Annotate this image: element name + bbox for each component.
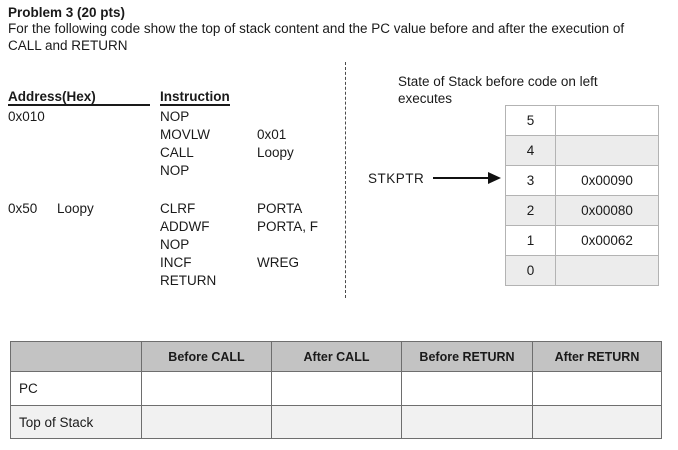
answer-cell [141,371,272,406]
code-instruction: ADDWF [160,219,210,234]
answer-table-row: Top of Stack [10,405,662,439]
code-label [57,272,160,290]
code-operand: PORTA [257,201,303,216]
code-row: NOP [8,236,340,254]
code-row: ADDWF PORTA, F [8,218,340,236]
instruction-column-header: Instruction [160,89,230,106]
code-address [8,144,57,162]
code-row: INCF WREG [8,254,340,272]
code-block: 0x50 Loopy CLRF PORTA ADDWF PORTA, F NOP INCF WR… [8,200,340,290]
problem-description: For the following code show the top of s… [8,21,625,53]
code-operand [257,108,340,126]
stack-level: 4 [506,136,556,165]
answer-cell [271,405,402,439]
code-row: 0x50 Loopy CLRF PORTA [8,200,340,218]
stack-caption: State of Stack before code on left execu… [398,74,598,106]
code-label [57,254,160,272]
code-label [57,236,160,254]
code-row: CALL Loopy [8,144,340,162]
code-operand [257,272,340,290]
answer-row-label: Top of Stack [10,405,142,439]
code-label: Loopy [57,201,94,216]
code-operand: PORTA, F [257,219,319,234]
stack-level: 2 [506,196,556,225]
code-instruction: CLRF [160,201,196,216]
code-instruction: NOP [160,163,190,178]
code-label [57,144,160,162]
stack-value [556,136,658,165]
answer-col-header: Before CALL [141,341,272,372]
code-row: 0x010 NOP [8,108,340,126]
code-instruction: RETURN [160,273,217,288]
code-instruction: MOVLW [160,127,210,142]
code-label [57,126,160,144]
stack-row: 4 [506,135,658,165]
answer-cell [401,371,533,406]
code-label [57,162,160,180]
stack-value: 0x00090 [581,173,633,188]
answer-cell [271,371,402,406]
stack-row: 3 0x00090 [506,165,658,195]
code-operand [257,162,340,180]
answer-cell [401,405,533,439]
code-operand: WREG [257,255,299,270]
answer-cell [532,405,662,439]
answer-col-header: Before RETURN [401,341,533,372]
code-operand: Loopy [257,145,294,160]
code-column-headers: Address(Hex) Instruction [8,89,340,108]
stack-level: 1 [506,226,556,255]
stack-level: 0 [506,256,556,285]
problem-title: Problem 3 (20 pts) [8,5,126,20]
code-instruction: CALL [160,145,194,160]
answer-col-header: After CALL [271,341,402,372]
code-address [8,126,57,144]
code-instruction: NOP [160,109,190,124]
stack-level: 5 [506,106,556,135]
stack-row: 0 [506,255,658,285]
code-address [8,272,57,290]
code-row: MOVLW 0x01 [8,126,340,144]
code-address [8,236,57,254]
answer-col-header [10,341,142,372]
code-address: 0x010 [8,109,45,124]
code-address: 0x50 [8,201,38,216]
stack-value [556,106,658,135]
stack-row: 2 0x00080 [506,195,658,225]
answer-cell [141,405,272,439]
stack-level: 3 [506,166,556,195]
answer-col-header: After RETURN [532,341,662,372]
code-row: NOP [8,162,340,180]
stack-value: 0x00080 [581,203,633,218]
answer-cell [532,371,662,406]
stkptr-arrow-icon [433,172,501,184]
stkptr-label: STKPTR [368,171,425,186]
address-column-header: Address(Hex) [8,89,150,106]
stack-row: 1 0x00062 [506,225,658,255]
code-address [8,162,57,180]
code-operand [257,236,340,254]
answer-table-row: PC [10,371,662,406]
stack-value: 0x00062 [581,233,633,248]
code-address [8,218,57,236]
code-label [57,218,160,236]
code-label [57,108,160,126]
code-instruction: INCF [160,255,192,270]
code-row: RETURN [8,272,340,290]
code-operand: 0x01 [257,127,287,142]
code-instruction: NOP [160,237,190,252]
answer-row-label: PC [10,371,142,406]
dashed-divider [345,62,346,298]
code-address [8,254,57,272]
stack-row: 5 [506,106,658,135]
stack-value [556,256,658,285]
